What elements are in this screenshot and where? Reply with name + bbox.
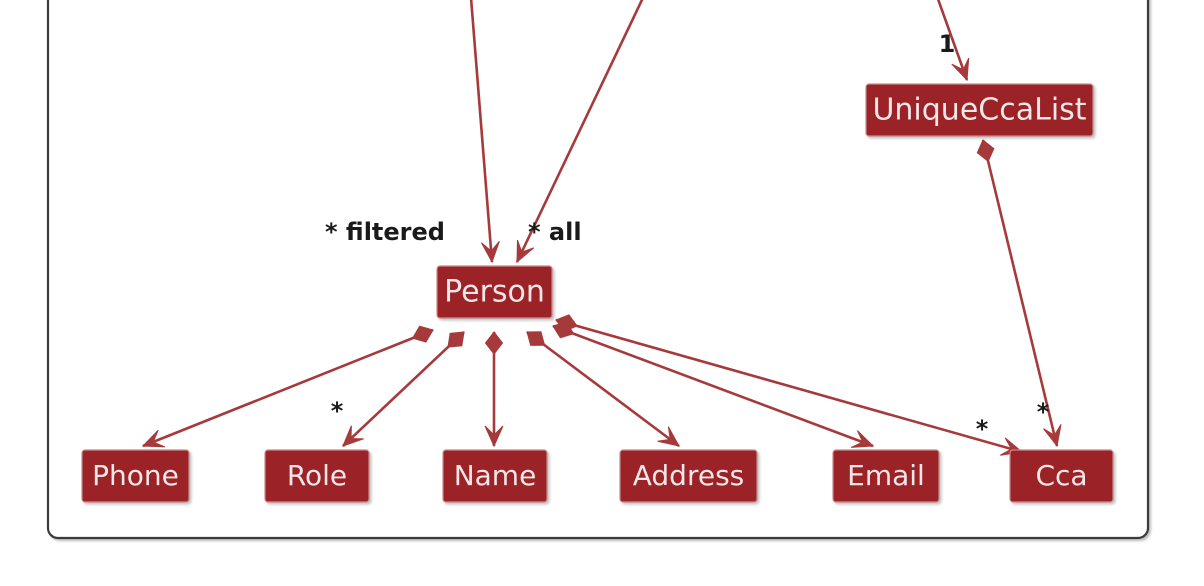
multiplicity-labels: * filtered * all 1 * * * — [325, 30, 1050, 443]
edge-person-address-composition-diamond — [526, 331, 546, 346]
class-label-phone: Phone — [92, 459, 179, 492]
class-box-address-rect[interactable] — [619, 449, 758, 503]
class-label-email: Email — [847, 459, 925, 492]
edge-to-uniqueccalist-arrowhead — [951, 57, 970, 82]
edge-person-cca-composition-diamond — [555, 314, 578, 332]
mult-all: * all — [528, 218, 582, 246]
class-label-uniqueccalist: UniqueCcaList — [872, 93, 1086, 128]
edge-person-address-line — [526, 330, 680, 448]
edge-uniqueccalist-cca-line — [981, 139, 1059, 447]
class-box-email[interactable]: Email — [832, 449, 940, 503]
edge-person-address — [526, 330, 680, 448]
class-box-name[interactable]: Name — [442, 449, 548, 503]
edge-person-role-line — [342, 331, 465, 447]
mult-email-cca: * — [976, 415, 989, 443]
edge-person-name — [484, 331, 504, 448]
class-box-role[interactable]: Role — [264, 449, 370, 503]
edge-person-name-arrowhead — [484, 425, 504, 448]
edge-uniqueccalist-cca-composition-diamond — [976, 139, 995, 163]
edge-person-address-arrowhead — [657, 426, 680, 447]
edge-filtered-person — [469, 0, 500, 264]
class-box-cca-rect[interactable] — [1009, 449, 1114, 503]
edge-person-role-arrowhead — [342, 425, 364, 447]
class-label-name: Name — [454, 459, 537, 492]
edge-uniqueccalist-cca-arrowhead — [1043, 424, 1062, 448]
class-box-email-rect[interactable] — [832, 449, 940, 503]
class-box-address[interactable]: Address — [619, 449, 758, 503]
edge-person-email-arrowhead — [850, 430, 875, 448]
edge-person-role — [342, 331, 465, 447]
class-label-person: Person — [444, 275, 545, 310]
class-label-address: Address — [633, 459, 745, 492]
edge-all-person-line — [515, 0, 644, 263]
class-box-uniqueccalist[interactable]: UniqueCcaList — [865, 83, 1094, 137]
class-box-role-rect[interactable] — [264, 449, 370, 503]
class-label-cca: Cca — [1035, 459, 1087, 492]
edge-all-person-arrowhead — [516, 239, 535, 264]
mult-filtered: * filtered — [325, 218, 445, 246]
edge-to-uniqueccalist — [936, 0, 970, 82]
edge-person-phone-arrowhead — [141, 429, 166, 448]
edge-uniqueccalist-cca — [976, 139, 1062, 448]
class-box-person[interactable]: Person — [436, 265, 553, 319]
diagram-frame — [46, 0, 1150, 540]
class-box-name-rect[interactable] — [442, 449, 548, 503]
edge-person-phone-composition-diamond — [411, 325, 434, 343]
mult-role: * — [331, 397, 344, 425]
edge-filtered-person-arrowhead — [481, 241, 500, 264]
class-box-phone[interactable]: Phone — [81, 449, 190, 503]
edge-person-cca-line — [555, 318, 1023, 454]
edge-to-uniqueccalist-line — [936, 0, 969, 81]
class-box-person-rect[interactable] — [436, 265, 553, 319]
diagram-frame-border — [46, 0, 1150, 540]
mult-cca: * — [1037, 398, 1050, 426]
edge-all-person — [515, 0, 644, 264]
edge-person-email-line — [552, 324, 874, 448]
class-label-role: Role — [287, 459, 347, 492]
edge-person-role-composition-diamond — [447, 331, 465, 348]
class-box-phone-rect[interactable] — [81, 449, 190, 503]
association-edges — [141, 0, 1062, 456]
class-box-cca[interactable]: Cca — [1009, 449, 1114, 503]
edge-person-phone — [141, 325, 434, 448]
mult-one: 1 — [939, 30, 956, 58]
edge-person-name-composition-diamond — [484, 331, 504, 355]
edge-filtered-person-line — [469, 0, 494, 263]
edge-person-phone-line — [142, 328, 434, 448]
class-box-uniqueccalist-rect[interactable] — [865, 83, 1094, 137]
